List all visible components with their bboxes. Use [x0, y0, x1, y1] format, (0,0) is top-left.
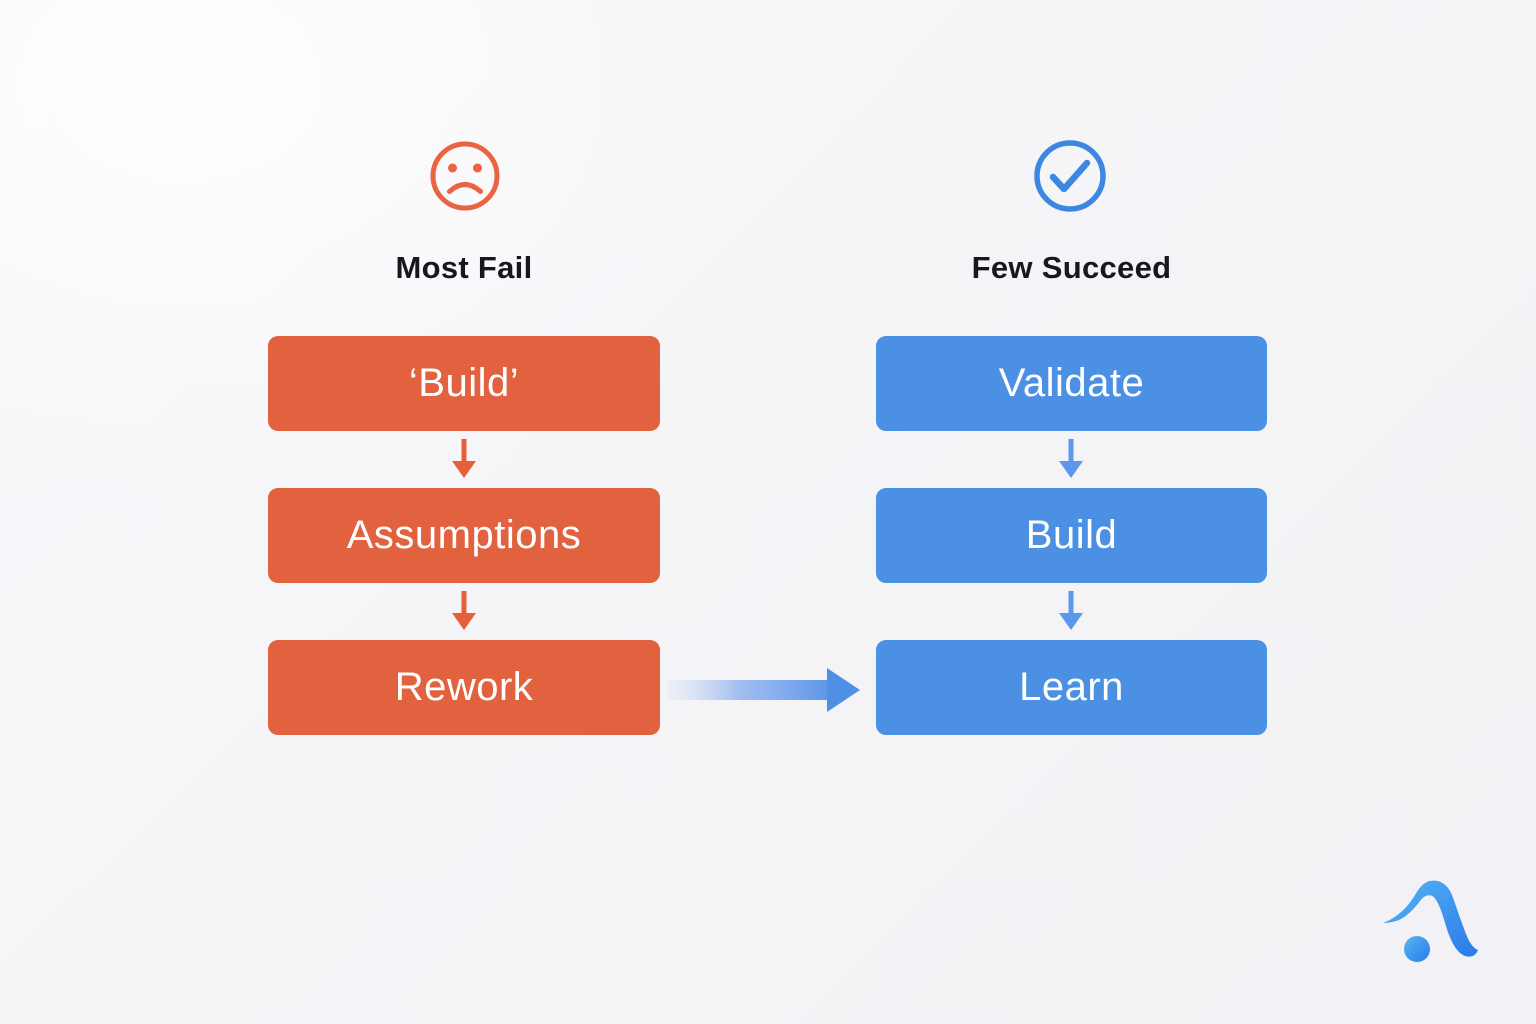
succeed-step-learn: Learn [876, 640, 1267, 735]
fail-step-assumptions: Assumptions [268, 488, 660, 583]
down-arrow-icon [452, 439, 476, 478]
check-circle-icon [1034, 140, 1106, 212]
succeed-step-validate: Validate [876, 336, 1267, 431]
down-arrow-icon [1059, 591, 1083, 630]
down-arrow-icon [452, 591, 476, 630]
down-arrow-icon [1059, 439, 1083, 478]
succeed-step-build: Build [876, 488, 1267, 583]
succeed-column-title: Few Succeed [971, 250, 1172, 285]
fail-column-title: Most Fail [395, 250, 533, 285]
brand-logo [1383, 880, 1478, 962]
sad-face-icon [430, 141, 500, 211]
fail-step-build: ‘Build’ [268, 336, 660, 431]
fail-step-rework: Rework [268, 640, 660, 735]
flow-arrow-icon [668, 668, 860, 712]
